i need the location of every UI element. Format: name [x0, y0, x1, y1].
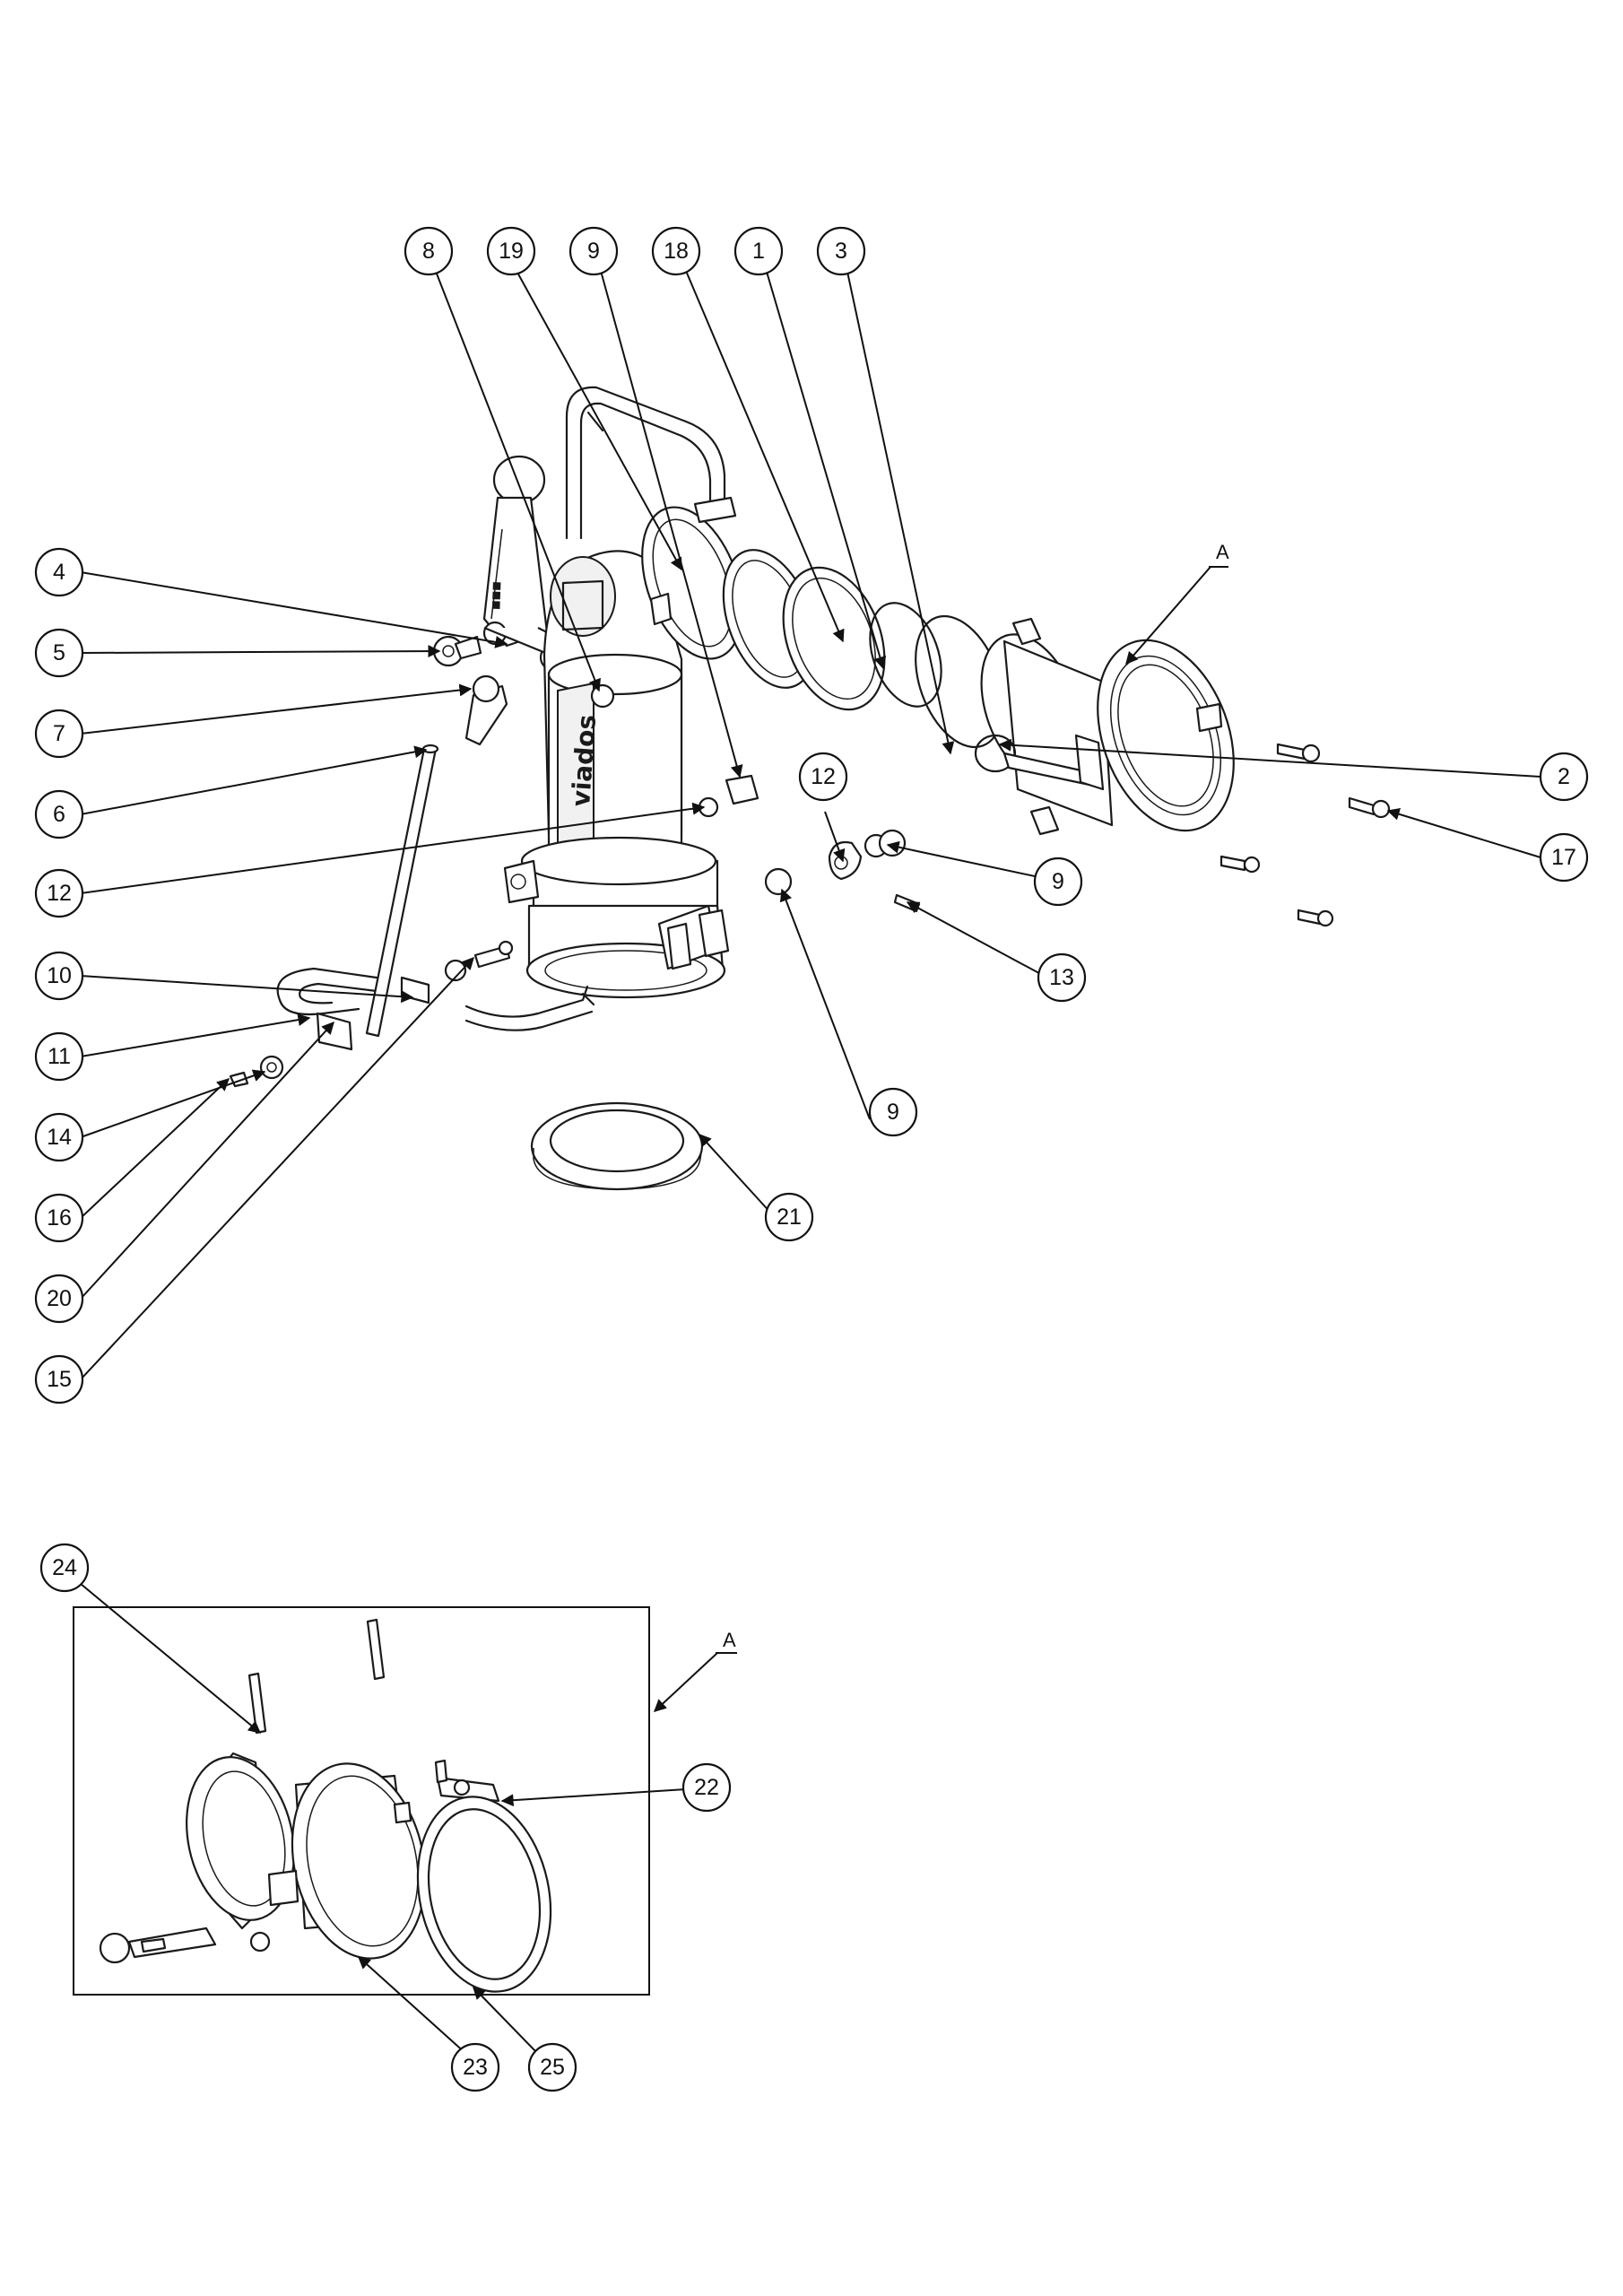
callout-24: 24	[39, 1543, 90, 1593]
callout-21: 21	[764, 1192, 814, 1242]
detail-leaders	[80, 1583, 687, 2055]
callout-12-center: 12	[798, 752, 848, 802]
detail-gasket	[416, 1796, 552, 1993]
cam-coupling	[974, 617, 1235, 836]
main-view-label: A	[1216, 541, 1229, 563]
svg-text:15: 15	[47, 1367, 72, 1392]
svg-text:2: 2	[1558, 764, 1570, 789]
callout-9-top: 9	[568, 226, 619, 276]
lever-marking: ■■■	[490, 581, 502, 610]
brand-mark: viados	[566, 714, 602, 808]
svg-text:18: 18	[664, 239, 689, 264]
svg-text:19: 19	[499, 239, 524, 264]
svg-text:1: 1	[752, 239, 765, 264]
svg-text:9: 9	[887, 1100, 899, 1125]
svg-text:12: 12	[47, 881, 72, 906]
callout-16: 16	[34, 1193, 84, 1243]
callout-19: 19	[486, 226, 536, 276]
callout-14: 14	[34, 1112, 84, 1162]
svg-text:20: 20	[47, 1286, 72, 1311]
detail-frame	[73, 1606, 650, 1996]
svg-text:11: 11	[48, 1044, 71, 1069]
pin-24	[247, 1672, 267, 1735]
svg-text:3: 3	[835, 239, 847, 264]
main-assembly-view: ■■■ viados	[34, 226, 1589, 1405]
svg-text:24: 24	[52, 1555, 77, 1580]
svg-text:6: 6	[53, 802, 65, 827]
callout-leaders	[80, 268, 1541, 1380]
pin-upper	[366, 1618, 386, 1681]
svg-text:9: 9	[1052, 869, 1064, 894]
callout-13: 13	[1037, 952, 1087, 1003]
callout-1: 1	[733, 226, 784, 276]
gasket-ring	[530, 1101, 704, 1191]
detail-coupling	[99, 1752, 427, 1964]
detail-label-leader	[653, 1652, 718, 1712]
svg-text:12: 12	[811, 764, 836, 789]
callout-7: 7	[34, 709, 84, 759]
callout-11: 11	[34, 1031, 84, 1082]
callout-2: 2	[1539, 752, 1589, 802]
svg-text:5: 5	[53, 640, 65, 665]
svg-text:25: 25	[540, 2055, 565, 2080]
callout-5: 5	[34, 628, 84, 678]
callout-9-right: 9	[1033, 857, 1083, 907]
callout-12-left: 12	[34, 868, 84, 918]
callout-10: 10	[34, 951, 84, 1001]
detail-view-a: A	[39, 1543, 737, 2092]
callout-23: 23	[450, 2042, 500, 2092]
callout-18: 18	[651, 226, 701, 276]
svg-text:10: 10	[47, 963, 72, 988]
view-a-leader	[1125, 566, 1211, 665]
svg-text:22: 22	[694, 1775, 719, 1800]
callout-15: 15	[34, 1354, 84, 1405]
svg-text:7: 7	[53, 721, 65, 746]
callout-25: 25	[527, 2042, 577, 2092]
callout-3: 3	[816, 226, 866, 276]
callout-17: 17	[1539, 832, 1589, 883]
svg-text:21: 21	[777, 1205, 802, 1230]
svg-text:16: 16	[47, 1205, 72, 1231]
carry-handle	[565, 386, 726, 540]
callout-9-bottom: 9	[868, 1087, 918, 1137]
valve-body: viados	[503, 550, 730, 999]
svg-text:14: 14	[47, 1125, 72, 1150]
svg-text:8: 8	[422, 239, 435, 264]
svg-text:9: 9	[587, 239, 600, 264]
callout-22: 22	[681, 1762, 732, 1813]
svg-text:23: 23	[463, 2055, 488, 2080]
cam-arm	[434, 1759, 500, 1803]
coupling-rings	[641, 496, 1004, 749]
callout-8: 8	[404, 226, 454, 276]
operating-lever: ■■■	[482, 455, 594, 672]
callout-6: 6	[34, 789, 84, 839]
actuator-rod	[365, 635, 508, 1038]
svg-text:13: 13	[1049, 965, 1074, 990]
detail-view-label: A	[723, 1629, 736, 1651]
svg-text:17: 17	[1551, 845, 1576, 870]
callout-4: 4	[34, 547, 84, 597]
loose-small-parts	[229, 743, 1391, 1088]
svg-text:4: 4	[53, 560, 65, 585]
callout-20: 20	[34, 1274, 84, 1324]
